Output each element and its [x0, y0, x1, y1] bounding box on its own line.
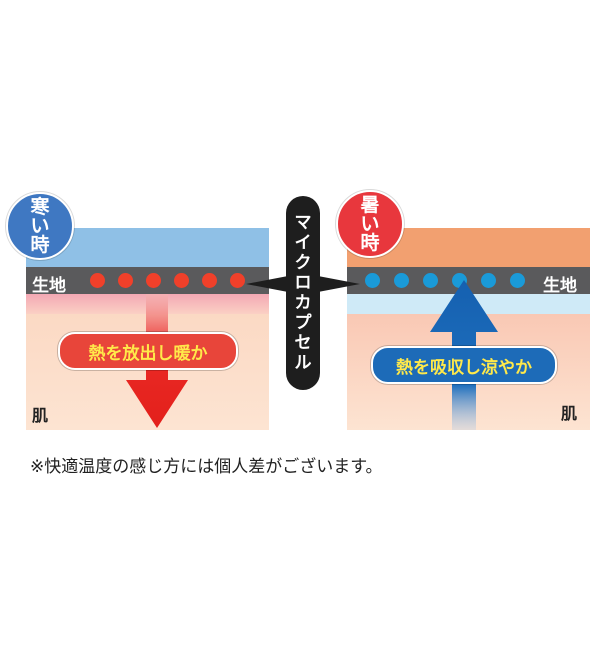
cold-badge-text: 寒い時 [30, 195, 50, 256]
fabric-layer: 生地 [26, 267, 269, 296]
heat-release-text: 熱を放出し暖か [88, 343, 208, 364]
cold-badge: 寒い時 [6, 192, 74, 260]
heat-release-pill: 熱を放出し暖か [58, 332, 238, 370]
heat-absorb-pill: 熱を吸収し涼やか [371, 346, 557, 384]
microcapsule-label: マイクロカプセル [286, 196, 320, 390]
heat-absorb-text: 熱を吸収し涼やか [396, 357, 532, 378]
skin-label: 肌 [32, 406, 49, 425]
red-capsule-dot [230, 273, 245, 288]
hot-badge-text: 暑い時 [360, 193, 380, 254]
skin-label: 肌 [561, 404, 578, 423]
fabric-label: 生地 [32, 276, 66, 296]
red-capsule-dot [146, 273, 161, 288]
blue-capsule-dot [510, 273, 525, 288]
hot-badge: 暑い時 [336, 190, 404, 258]
microcapsule-text: マイクロカプセル [294, 213, 312, 373]
blue-capsule-dot [394, 273, 409, 288]
fabric-label: 生地 [543, 276, 577, 296]
hot-panel: 生地 熱を吸収し涼やか 肌 [347, 228, 590, 430]
blue-capsule-dot [481, 273, 496, 288]
footnote: ※快適温度の感じ方には個人差がございます。 [30, 457, 383, 477]
blue-capsule-dot [423, 273, 438, 288]
red-capsule-dot [202, 273, 217, 288]
cold-panel: 生地 熱を放出し暖か 肌 [26, 228, 269, 430]
red-capsule-dot [174, 273, 189, 288]
red-capsule-dot [90, 273, 105, 288]
blue-capsule-dot [365, 273, 380, 288]
red-capsule-dot [118, 273, 133, 288]
callout-pointers [246, 276, 360, 292]
